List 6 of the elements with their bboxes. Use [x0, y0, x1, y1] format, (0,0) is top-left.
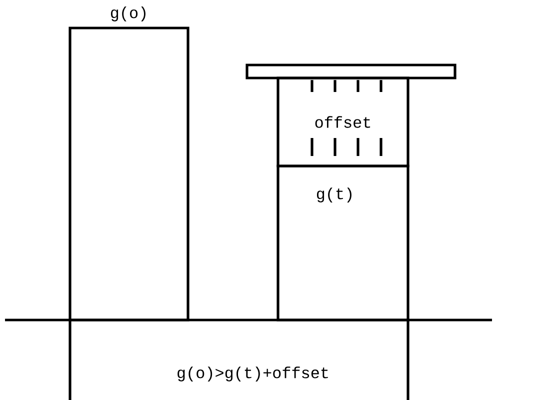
bar-box: g(t) — [276, 164, 410, 322]
inequality-text: g(o)>g(t)+offset — [178, 366, 328, 382]
cap-bar — [246, 64, 456, 80]
node-label: g(o) — [110, 6, 146, 22]
bar-box: g(o) — [68, 6, 190, 322]
offset-box: offset — [276, 76, 410, 168]
